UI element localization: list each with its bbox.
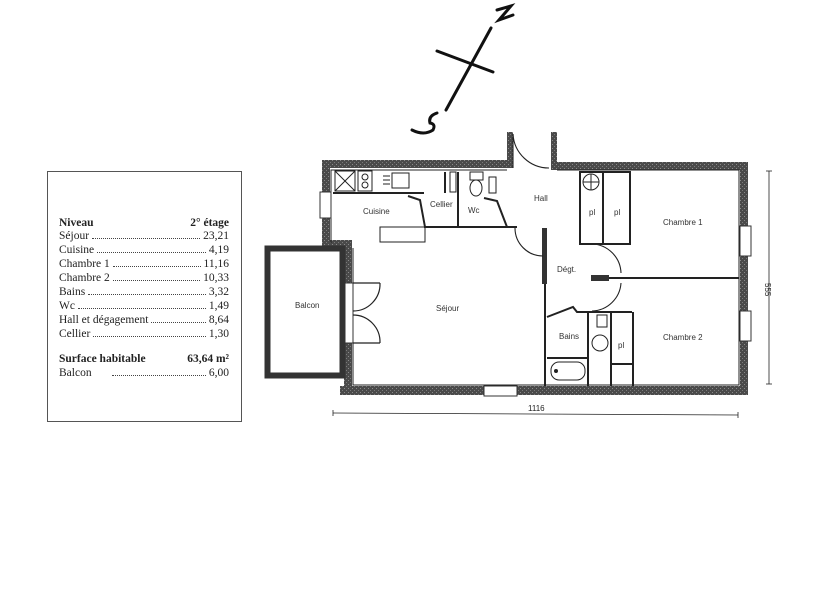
room-label-placard-1: pl: [589, 208, 595, 217]
room-label-chambre1: Chambre 1: [663, 218, 703, 227]
legend-total-label: Surface habitable: [59, 353, 146, 365]
legend-room-label: Hall et dégagement: [59, 314, 149, 326]
legend-row-bains: Bains 3,32: [59, 285, 229, 298]
legend-level-label: Niveau: [59, 217, 94, 229]
kitchen-island: [379, 226, 426, 243]
compass-icon: [410, 3, 516, 135]
sink-icon: [391, 172, 410, 189]
room-label-chambre2: Chambre 2: [663, 333, 703, 342]
legend-room-value: 10,33: [203, 272, 229, 284]
bathroom-fixtures: [550, 314, 609, 381]
room-label-placard-2: pl: [614, 208, 620, 217]
wall-stubs: [542, 228, 609, 284]
legend-header-row: Niveau 2° étage: [59, 216, 229, 229]
legend-room-value: 11,16: [203, 258, 229, 270]
legend-row-hall: Hall et dégagement 8,64: [59, 313, 229, 326]
room-label-placard-3: pl: [618, 341, 624, 350]
room-label-degagement: Dégt.: [557, 265, 576, 274]
legend-level-value: 2° étage: [190, 217, 229, 229]
legend-total-value: 63,64 m²: [187, 353, 229, 365]
legend-room-label: Bains: [59, 286, 86, 298]
window-sejour-bottom: [483, 385, 518, 397]
door-swings: [512, 133, 622, 312]
legend-row-cuisine: Cuisine 4,19: [59, 243, 229, 256]
room-label-cuisine: Cuisine: [363, 207, 390, 216]
legend-row-chambre2: Chambre 2 10,33: [59, 271, 229, 284]
bathtub-icon: [550, 361, 586, 381]
dimension-width-label: 1116: [528, 404, 545, 413]
washbasin-icon: [591, 334, 609, 352]
boiler-icon: [582, 173, 600, 191]
window-chambre1: [739, 225, 752, 257]
legend-room-value: 1,49: [208, 300, 229, 312]
fridge-icon: [334, 170, 356, 192]
legend-balcony-label: Balcon: [59, 367, 92, 379]
legend-room-label: Cuisine: [59, 244, 95, 256]
room-label-cellier: Cellier: [430, 200, 453, 209]
dimension-lines: [332, 170, 772, 418]
legend-room-label: Séjour: [59, 230, 90, 242]
legend-row-wc: Wc 1,49: [59, 299, 229, 312]
legend-room-value: 1,30: [208, 328, 229, 340]
interior-walls: [333, 171, 739, 386]
legend-room-label: Chambre 2: [59, 272, 110, 284]
toilet-icon: [449, 171, 497, 197]
legend-row-sejour: Séjour 23,21: [59, 229, 229, 242]
french-door: [352, 282, 381, 344]
legend-room-value: 4,19: [208, 244, 229, 256]
window-kitchen: [319, 191, 332, 219]
room-label-sejour: Séjour: [436, 304, 459, 313]
window-chambre2: [739, 310, 752, 342]
room-label-bains: Bains: [559, 332, 579, 341]
room-label-hall: Hall: [534, 194, 548, 203]
legend-total-row: Surface habitable 63,64 m²: [59, 352, 229, 365]
kitchen-fixtures: [334, 170, 426, 243]
legend-room-label: Wc: [59, 300, 75, 312]
legend-room-value: 23,21: [203, 230, 229, 242]
legend-balcony-row: Balcon 6,00: [59, 366, 229, 379]
legend-balcony-value: 6,00: [208, 367, 229, 379]
dimension-height-label: 555: [763, 283, 772, 297]
legend-row-chambre1: Chambre 1 11,16: [59, 257, 229, 270]
legend-room-value: 8,64: [208, 314, 229, 326]
room-label-balcon: Balcon: [295, 301, 319, 310]
balcony-outline: [264, 245, 346, 379]
stove-icon: [357, 170, 373, 192]
exterior-walls: [322, 132, 748, 395]
legend-room-label: Chambre 1: [59, 258, 110, 270]
legend-room-label: Cellier: [59, 328, 91, 340]
room-label-wc: Wc: [468, 206, 480, 215]
legend-room-value: 3,32: [208, 286, 229, 298]
area-legend-table: Niveau 2° étage Séjour 23,21 Cuisine 4,1…: [47, 171, 242, 422]
legend-row-cellier: Cellier 1,30: [59, 327, 229, 340]
